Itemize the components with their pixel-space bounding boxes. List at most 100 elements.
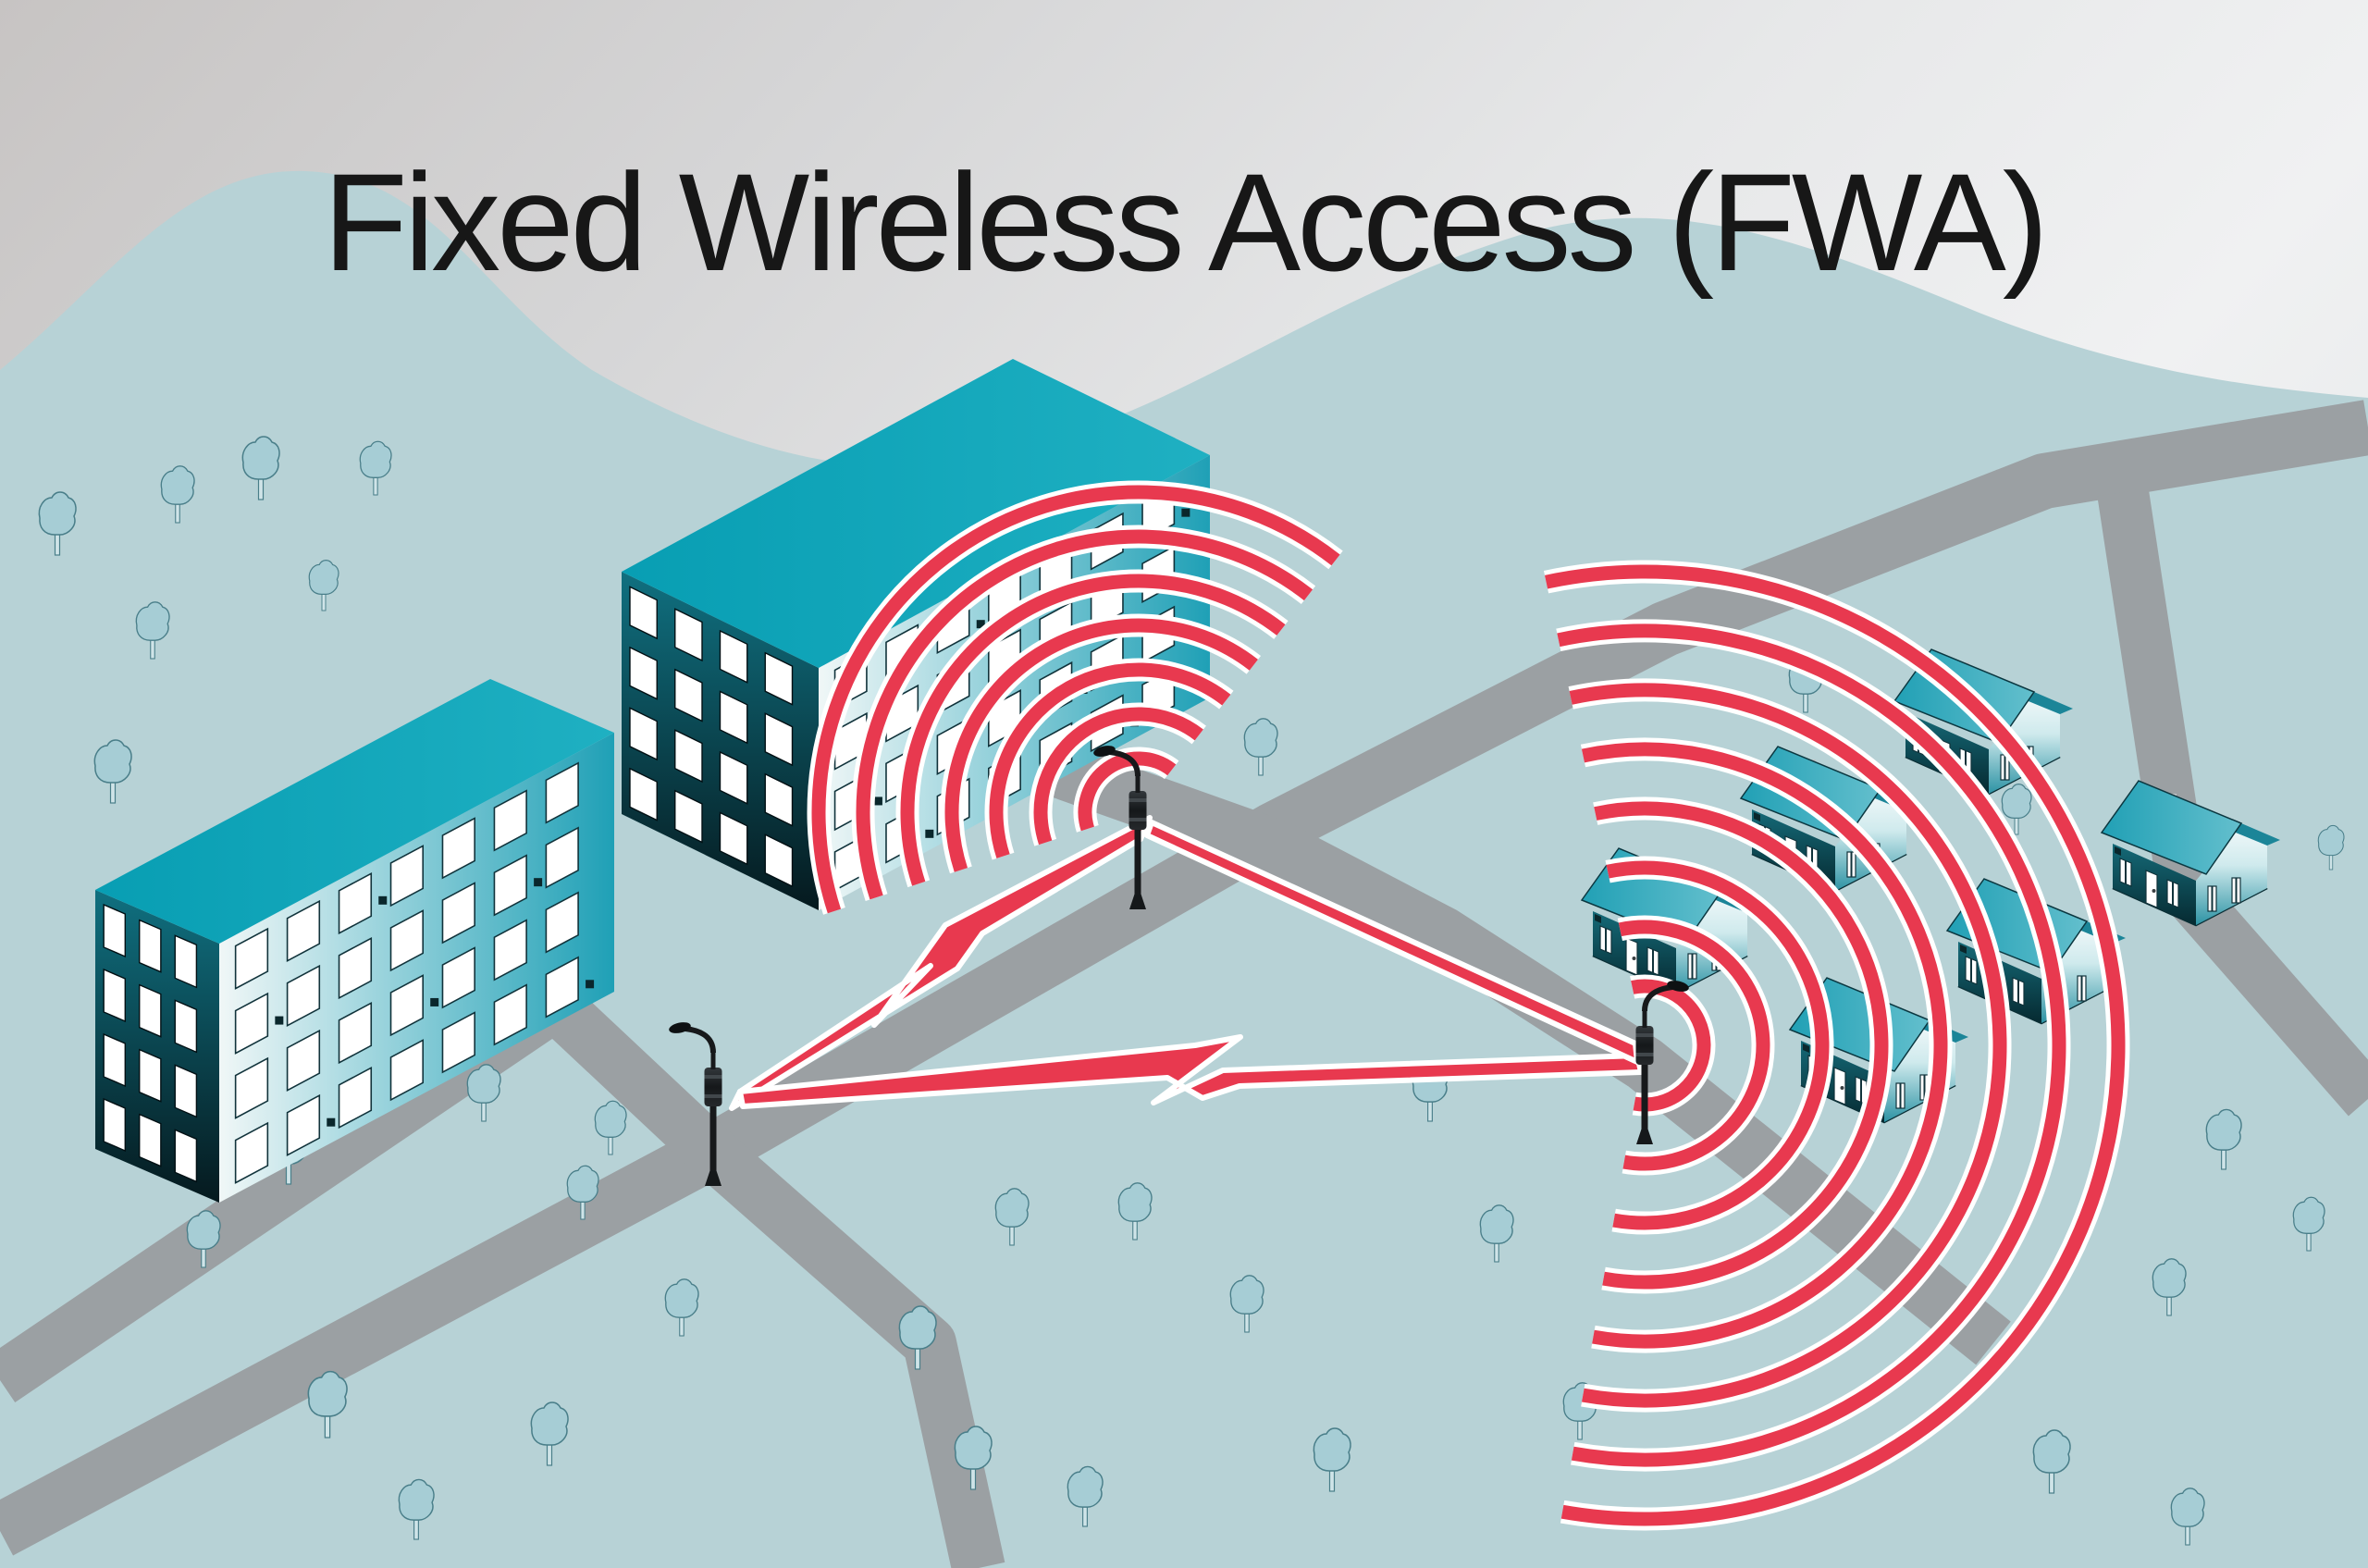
lamp-head [669,1022,691,1033]
door-knob [2152,889,2156,893]
tree [466,1064,501,1122]
building-window [629,586,658,640]
facade-vent [327,1117,336,1127]
tree [1229,1275,1264,1333]
wall-vent [2115,846,2121,856]
tree [1243,718,1278,776]
building-window [674,789,703,844]
lamp-arm [684,1026,716,1054]
tree [307,1370,348,1438]
house-roof [2100,780,2243,875]
road-main-sw-ne [0,400,2368,1556]
street-light-pole-center [1093,746,1147,909]
building-window [764,772,794,827]
building-window [234,927,269,990]
signal-beams [729,815,1644,1111]
house-door [1625,937,1638,976]
wave-arc [989,662,1231,858]
building-window [764,712,794,767]
pole-base [705,1169,722,1186]
tree [359,440,392,496]
building-window [286,1093,321,1157]
small-cell-antenna [1635,1026,1654,1065]
building-window [545,891,579,954]
building-window [764,651,794,706]
building-roof [622,359,1210,668]
building-window [174,999,198,1054]
facade-vent [976,620,985,629]
building-front-face [219,733,614,1203]
facade-vent [1181,508,1190,517]
house-door [2145,870,2158,908]
tree [186,1210,221,1268]
building-window [629,707,658,761]
pole-mast [1642,1009,1647,1028]
house-roof-side [2024,692,2073,714]
pole-mast [1135,774,1141,793]
tree [135,601,170,660]
tree [2152,1258,2187,1316]
facade-vent [925,829,934,838]
building-window [545,826,579,889]
building-window [719,690,748,745]
building-window [493,919,527,982]
wave-arc [944,618,1258,872]
building-window [338,1066,373,1130]
tree [2001,784,2032,835]
building-window [389,1039,425,1102]
tree [1313,1427,1351,1492]
building-window [103,1032,127,1088]
radio-waves-right-pole [1543,560,2130,1531]
tree [93,739,132,804]
tree [1479,1204,1514,1263]
tree [898,1305,937,1370]
facade-vent [534,878,543,887]
building-window [174,1129,198,1183]
wave-arc [1033,707,1203,846]
building-window [139,919,162,973]
lamp-head [1667,981,1689,992]
building-window [338,871,373,935]
door-knob [1632,957,1636,960]
apartment-building-left [95,679,614,1203]
lamp-arm [1642,984,1673,1012]
tree [2317,824,2345,870]
tree [2292,1196,2325,1252]
building-window [674,668,703,722]
pole-base [1129,893,1146,909]
tree [2032,1429,2071,1494]
building-window [389,974,425,1037]
building-window [545,956,579,1019]
wave-arc [1557,623,2066,1467]
tree [594,1100,627,1155]
signal-beam-center-to-left [729,815,1153,1111]
wave-arc [1581,742,1948,1349]
pole-shaft [1134,824,1141,895]
wall-vent [1754,812,1760,821]
building-window [441,1011,475,1074]
pole-base [1636,1128,1653,1144]
building-window [234,1121,269,1184]
building-window [139,1113,162,1167]
building-window [719,811,748,866]
building-window [286,899,321,963]
wall-vent [1960,945,1967,954]
wave-arc [856,529,1314,900]
facade-vent [275,1016,284,1025]
building-window [441,882,475,945]
tree [398,1478,435,1540]
building-window [103,903,127,958]
building-window [493,789,527,852]
pole-shaft [1641,1059,1648,1130]
house-door [1833,1067,1846,1105]
building-window [174,1064,198,1118]
tree [566,1165,599,1220]
door-knob [1840,1086,1844,1090]
tree [241,436,280,500]
wave-arc [1594,801,1889,1290]
tree [2205,1108,2242,1170]
small-cell-antenna [1128,791,1147,830]
pole-shaft [709,1101,717,1171]
